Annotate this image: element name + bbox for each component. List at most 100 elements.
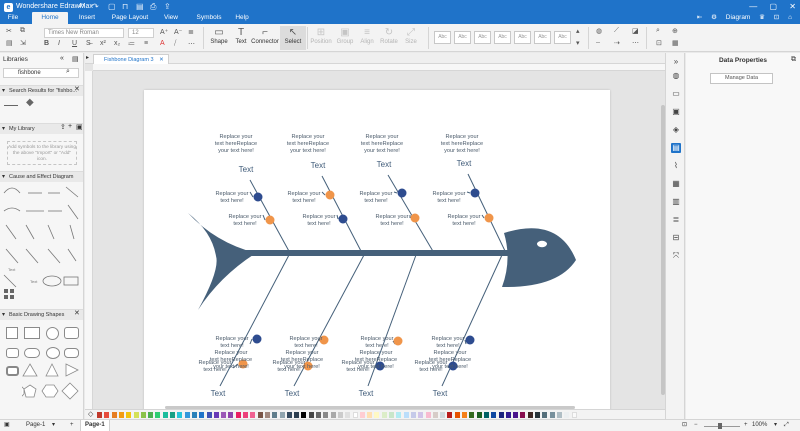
color-swatch[interactable] (294, 412, 300, 418)
category-label[interactable]: Text (311, 161, 326, 170)
page-tab[interactable]: Page-1 (80, 420, 110, 431)
redo-icon[interactable]: ↷ (92, 2, 99, 11)
crop-icon[interactable]: ⊡ (656, 40, 662, 47)
color-swatch[interactable] (272, 412, 278, 418)
cause-dot-orange[interactable] (393, 336, 403, 346)
color-swatch[interactable] (221, 412, 227, 418)
color-swatch[interactable] (104, 412, 110, 418)
color-swatch[interactable] (330, 412, 336, 418)
style-preset-6[interactable]: Abc (534, 31, 551, 44)
cause-dot-navy[interactable] (448, 361, 458, 371)
tab-insert[interactable]: Insert (78, 14, 96, 21)
cause-dot-navy[interactable] (375, 361, 385, 371)
close-icon[interactable]: ✕ (789, 2, 796, 11)
symbol-shapes-icon[interactable]: ◆ (26, 97, 34, 108)
line-style-icon[interactable]: ┈ (596, 40, 601, 47)
save-icon[interactable]: ▤ (136, 2, 144, 11)
tab-file[interactable]: File (7, 14, 19, 21)
document-tab[interactable]: Fishbone Diagram 3 ✕ (93, 54, 169, 64)
color-swatch[interactable] (199, 412, 205, 418)
shape-rounded-small[interactable] (6, 348, 19, 358)
fill-none-icon[interactable]: ◇ (88, 411, 94, 418)
section-basic-shapes[interactable]: Basic Drawing Shapes (0, 309, 83, 321)
shape-rounded-box[interactable] (64, 348, 79, 358)
color-swatch[interactable] (345, 412, 351, 418)
color-swatch[interactable] (170, 412, 175, 418)
print-icon[interactable]: ⎙ (150, 2, 157, 11)
tab-view[interactable]: View (164, 14, 178, 21)
color-swatch[interactable] (447, 412, 453, 418)
minimize-icon[interactable]: — (749, 2, 758, 11)
tab-page-layout[interactable]: Page Layout (111, 14, 149, 21)
fish-bone[interactable] (249, 338, 253, 345)
color-swatch[interactable] (337, 412, 343, 418)
table-panel-icon[interactable]: ▦ (672, 179, 680, 188)
shadow-icon[interactable]: ◪ (632, 28, 639, 35)
color-swatch[interactable] (476, 412, 482, 418)
document-tab-close-icon[interactable]: ✕ (159, 57, 164, 63)
fullscreen-status-icon[interactable]: ⤢ (784, 422, 789, 428)
color-swatch[interactable] (257, 412, 263, 418)
page-view-icon[interactable]: ▣ (4, 422, 10, 428)
color-swatch[interactable] (454, 412, 460, 418)
section-cause-effect[interactable]: Cause and Effect Diagram (0, 171, 83, 183)
color-swatch[interactable] (381, 412, 387, 418)
color-swatch[interactable] (352, 412, 358, 418)
underline-icon[interactable]: U (72, 40, 78, 47)
layers-icon[interactable]: ▦ (672, 40, 679, 47)
copy-icon[interactable]: ⧉ (20, 27, 25, 34)
find-icon[interactable]: ⌕ (656, 27, 660, 34)
color-swatch[interactable] (432, 412, 438, 418)
color-swatch[interactable] (243, 412, 248, 418)
category-label[interactable]: Text (285, 389, 300, 398)
library-collapse-icon[interactable]: « (60, 55, 64, 62)
settings-icon[interactable]: ⚙ (711, 14, 717, 21)
color-swatch[interactable] (323, 412, 329, 418)
symbol-line[interactable] (4, 105, 18, 106)
color-swatch[interactable] (235, 412, 241, 418)
tab-symbols[interactable]: Symbols (196, 14, 222, 21)
color-swatch[interactable] (126, 412, 132, 418)
color-swatch[interactable] (571, 412, 577, 418)
paste-icon[interactable]: ▤ (6, 40, 13, 47)
color-swatch[interactable] (418, 412, 424, 418)
color-swatch[interactable] (469, 412, 475, 418)
fish-bone[interactable] (232, 363, 239, 369)
shape-pill[interactable] (24, 348, 40, 358)
shape-ellipse[interactable] (46, 347, 60, 359)
cause-dot-orange[interactable] (484, 213, 494, 223)
color-swatch[interactable] (286, 412, 292, 418)
export-icon[interactable]: ⇪ (164, 2, 171, 11)
close-section-icon[interactable]: ✕ (74, 310, 80, 317)
fish-bone[interactable] (393, 191, 398, 194)
close-section-icon[interactable]: ✕ (74, 86, 80, 93)
cause-dot-orange[interactable] (325, 190, 335, 200)
tab-home[interactable]: Home (32, 12, 68, 24)
color-swatch[interactable] (549, 412, 555, 418)
style-preset-5[interactable]: Abc (514, 31, 531, 44)
library-options-icon[interactable]: ▣ (76, 124, 83, 131)
line-panel-icon[interactable]: ▭ (672, 89, 680, 98)
fullscreen-icon[interactable]: ⤧ (672, 251, 680, 260)
color-swatch[interactable] (505, 412, 511, 418)
library-menu-icon[interactable]: ▤ (72, 56, 79, 63)
shape-rounded-rect[interactable] (64, 327, 79, 339)
panel-popout-icon[interactable]: ⧉ (791, 56, 796, 63)
format-painter-icon[interactable]: ⇲ (20, 40, 26, 47)
color-swatch[interactable] (184, 412, 190, 418)
basic-shape-symbols[interactable] (22, 363, 84, 409)
color-swatch[interactable] (191, 412, 197, 418)
